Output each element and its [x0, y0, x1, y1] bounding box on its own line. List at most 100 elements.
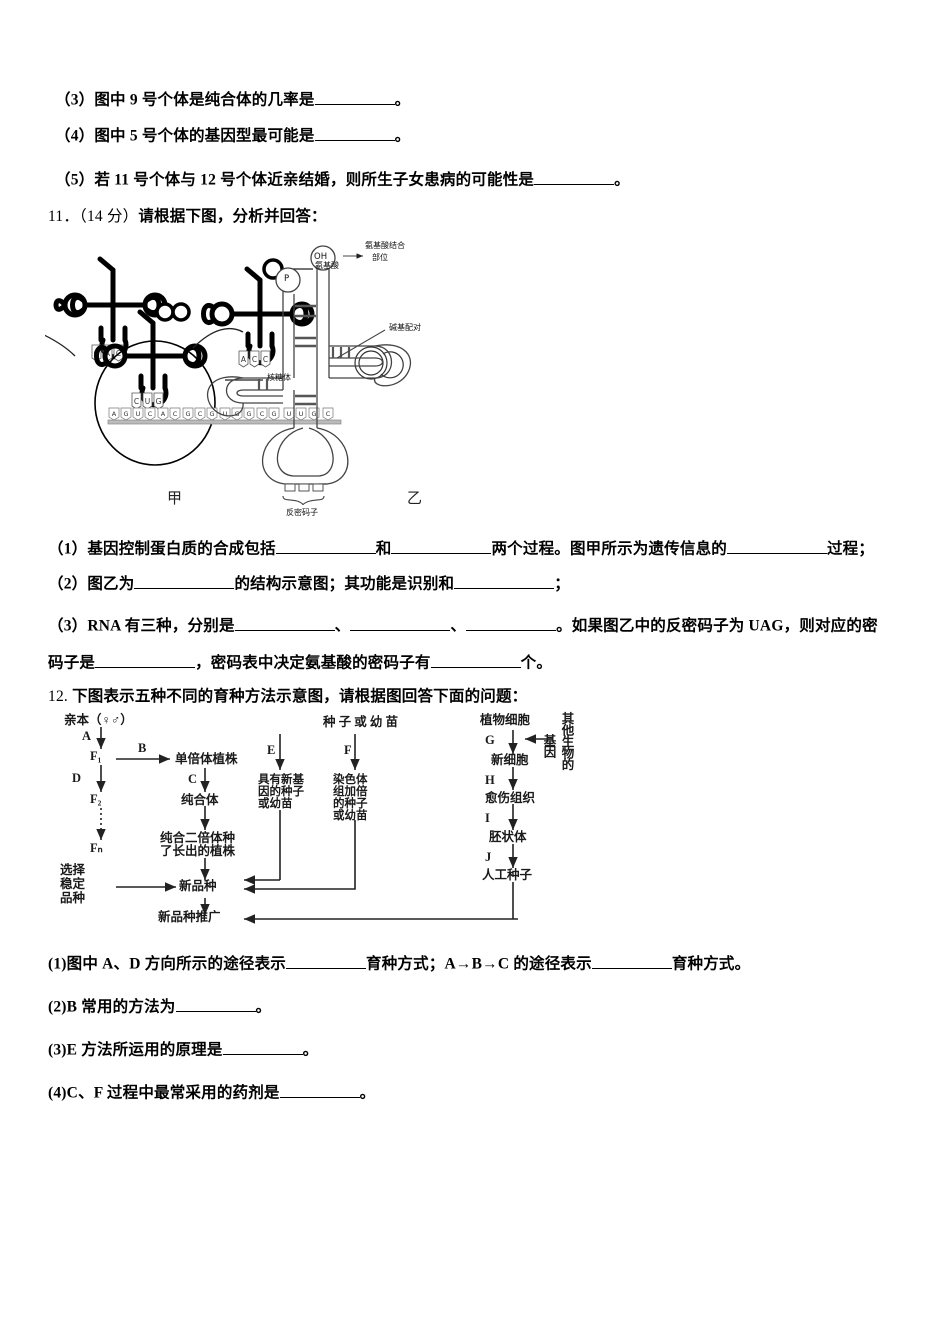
trna-left: [53, 256, 168, 360]
q11-1-d: 过程；: [826, 540, 875, 558]
question-11-1: （1）基因控制蛋白质的合成包括 和 两个过程。图甲所示为遗传信息的 过程；: [48, 537, 874, 559]
label-amino-acid-binding-site-line1: 氨基酸结合: [365, 241, 405, 250]
question-11-stem: 请根据下图，分析并回答：: [138, 208, 327, 225]
anticodon-left-base-2: A: [105, 349, 111, 358]
q11-1-c: 两个过程。图甲所示为遗传信息的: [491, 540, 727, 558]
q12-1-b: 育种方式；A→B→C 的途径表示: [366, 955, 592, 973]
question-10-4-suffix: 。: [394, 127, 411, 145]
question-12-2: (2)B 常用的方法为。: [48, 995, 271, 1017]
node-chromo-doubled-4: 或幼苗: [333, 810, 368, 822]
svg-text:C: C: [326, 410, 331, 418]
arrow-label-C: C: [188, 772, 198, 786]
q11-3-sep1: 、: [334, 617, 351, 635]
q11-3-l2-b: ，密码表中决定氨基酸的密码子有: [195, 654, 431, 672]
q11-1-b: 和: [375, 540, 392, 558]
svg-text:C: C: [198, 410, 203, 418]
question-11-header: 11．（14 分）请根据下图，分析并回答：: [48, 208, 327, 227]
figure-2-svg: [96, 727, 553, 924]
svg-text:U: U: [136, 410, 141, 418]
svg-text:U: U: [287, 410, 292, 418]
q11-1-a: （1）基因控制蛋白质的合成包括: [48, 540, 276, 558]
q12-1-a: (1)图中 A、D 方向所示的途径表示: [48, 955, 287, 973]
label-oh: OH: [314, 252, 328, 262]
answer-blank[interactable]: [286, 952, 367, 969]
figure-caption-yi: 乙: [407, 491, 423, 507]
question-10-4: （4）图中 5 号个体的基因型最可能是。: [55, 124, 410, 146]
svg-text:G: G: [185, 410, 190, 418]
q11-3-b: 。如果图乙中的反密码子为 UAG，则对应的密: [556, 617, 878, 635]
node-f2: F₂: [90, 792, 102, 806]
arrow-label-B: B: [138, 741, 147, 755]
answer-blank[interactable]: [279, 1081, 360, 1098]
svg-text:G: G: [246, 410, 251, 418]
node-chromo-doubled-3: 的种子: [333, 798, 368, 810]
answer-blank[interactable]: [234, 614, 335, 631]
node-new-variety: 新品种: [179, 879, 217, 893]
node-chromo-doubled-1: 染色体: [333, 774, 368, 786]
label-amino-acid-binding-site-line2: 部位: [372, 253, 388, 262]
anticodon-center-base-3: G: [156, 397, 162, 406]
node-select-stable-1: 选择: [60, 863, 86, 877]
answer-blank[interactable]: [350, 614, 451, 631]
svg-text:U: U: [223, 410, 228, 418]
arrow-label-E: E: [267, 743, 276, 757]
figure-1-svg: G A C: [45, 245, 412, 506]
arrow-label-H: H: [485, 773, 495, 787]
mrna-bases-row: [108, 407, 334, 421]
answer-blank[interactable]: [275, 537, 376, 554]
mrna-coil-decoration: [354, 346, 404, 380]
arrow-label-G: G: [485, 733, 495, 747]
answer-blank[interactable]: [591, 952, 672, 969]
node-chromo-doubled-2: 组加倍: [333, 786, 368, 798]
answer-blank[interactable]: [454, 572, 555, 589]
question-10-5-text: （5）若 11 号个体与 12 号个体近亲结婚，则所生子女患病的可能性是: [55, 171, 535, 189]
q11-2-b: 的结构示意图；其功能是识别和: [234, 575, 455, 593]
figure-translation-trna: G A C: [45, 228, 645, 518]
node-parent: 亲本（♀♂）: [64, 713, 133, 727]
node-seed-or-seedling: 种 子 或 幼 苗: [323, 715, 399, 729]
ribosome-outline: [94, 340, 216, 466]
answer-blank[interactable]: [314, 124, 395, 141]
trna-right: [201, 266, 315, 366]
label-anticodon: 反密码子: [286, 508, 318, 517]
answer-blank[interactable]: [95, 651, 196, 668]
question-10-3: （3）图中 9 号个体是纯合体的几率是。: [55, 88, 410, 110]
answer-blank[interactable]: [726, 537, 827, 554]
anticodon-center-base-1: C: [134, 397, 139, 406]
svg-text:C: C: [148, 410, 153, 418]
node-new-gene-seed-3: 或幼苗: [258, 798, 293, 810]
answer-blank[interactable]: [222, 1038, 303, 1055]
answer-blank[interactable]: [534, 168, 615, 185]
svg-text:A: A: [161, 410, 166, 418]
trna-cloverleaf: [206, 245, 412, 485]
answer-blank[interactable]: [134, 572, 235, 589]
question-10-5-suffix: 。: [614, 171, 630, 189]
svg-text:C: C: [260, 410, 265, 418]
trna-path-in-left: [45, 334, 76, 357]
answer-blank[interactable]: [466, 614, 557, 631]
arrow-label-D: D: [72, 771, 82, 785]
label-p: P: [284, 274, 290, 284]
answer-blank[interactable]: [430, 651, 521, 668]
q11-3-sep2: 、: [450, 617, 467, 635]
anticodon-right-boxes: [238, 350, 271, 368]
node-new-variety-promotion: 新品种推广: [158, 910, 221, 924]
arrow-label-A: A: [82, 729, 92, 743]
node-select-stable-2: 稳定: [60, 877, 86, 891]
question-11-number: 11．: [48, 208, 80, 225]
answer-blank[interactable]: [175, 995, 256, 1012]
q11-3-l2-c: 个。: [520, 654, 553, 672]
answer-blank[interactable]: [314, 88, 395, 105]
anticodon-brace: [282, 495, 325, 506]
mrna-base-letters: A G U C A C G C G U G G C G U U G C: [112, 410, 331, 418]
answer-blank[interactable]: [391, 537, 492, 554]
figure-breeding-methods: 亲本（♀♂） A F₁ D F₂ Fₙ 选择 稳定 品种 B 单倍体植株 C 纯…: [48, 712, 638, 940]
q12-2-b: 。: [255, 998, 272, 1016]
node-homozygote: 纯合体: [181, 793, 219, 807]
q12-4-a: (4)C、F 过程中最常采用的药剂是: [48, 1084, 280, 1102]
anticodon-right-base-3: C: [263, 355, 268, 364]
q12-1-c: 育种方式。: [671, 955, 751, 973]
anticodon-center-base-2: U: [145, 397, 151, 406]
node-select-stable-3: 品种: [60, 891, 86, 905]
